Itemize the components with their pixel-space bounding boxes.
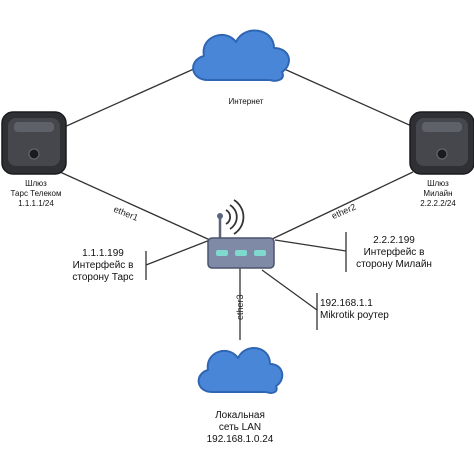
router-annotation-bottom: 192.168.1.1 Mikrotik роутер xyxy=(320,298,389,322)
router-annotation-right: 2.2.2.199 Интерфейс в сторону Милайн xyxy=(356,235,432,271)
gateway-right-label: Шлюз Милайн 2.2.2.2/24 xyxy=(420,179,456,208)
link-left-gateway-to-internet xyxy=(61,67,197,129)
leader-left-annotation xyxy=(145,239,211,266)
router-annotation-left: 1.1.1.199 Интерфейс в сторону Тарс xyxy=(72,248,134,284)
leader-right-annotation xyxy=(274,239,347,252)
gateway-right-icon xyxy=(409,111,474,175)
lan-label: Локальная сеть LAN 192.168.1.0.24 xyxy=(206,410,274,446)
connection-lines xyxy=(59,67,417,340)
router-icon xyxy=(207,199,275,269)
gateway-left-label: Шлюз Тарс Телеком 1.1.1.1/24 xyxy=(10,179,62,208)
gateway-left-icon xyxy=(1,111,67,175)
port-ether3-label: ether3 xyxy=(235,294,245,320)
internet-cloud-icon xyxy=(192,29,290,82)
leader-bottom-annotation xyxy=(261,269,318,311)
link-ether1 xyxy=(59,171,211,241)
internet-label: Интернет xyxy=(228,97,264,106)
lan-cloud-icon xyxy=(197,347,284,394)
link-ether2 xyxy=(269,171,414,241)
link-internet-to-right-gateway xyxy=(281,67,417,129)
